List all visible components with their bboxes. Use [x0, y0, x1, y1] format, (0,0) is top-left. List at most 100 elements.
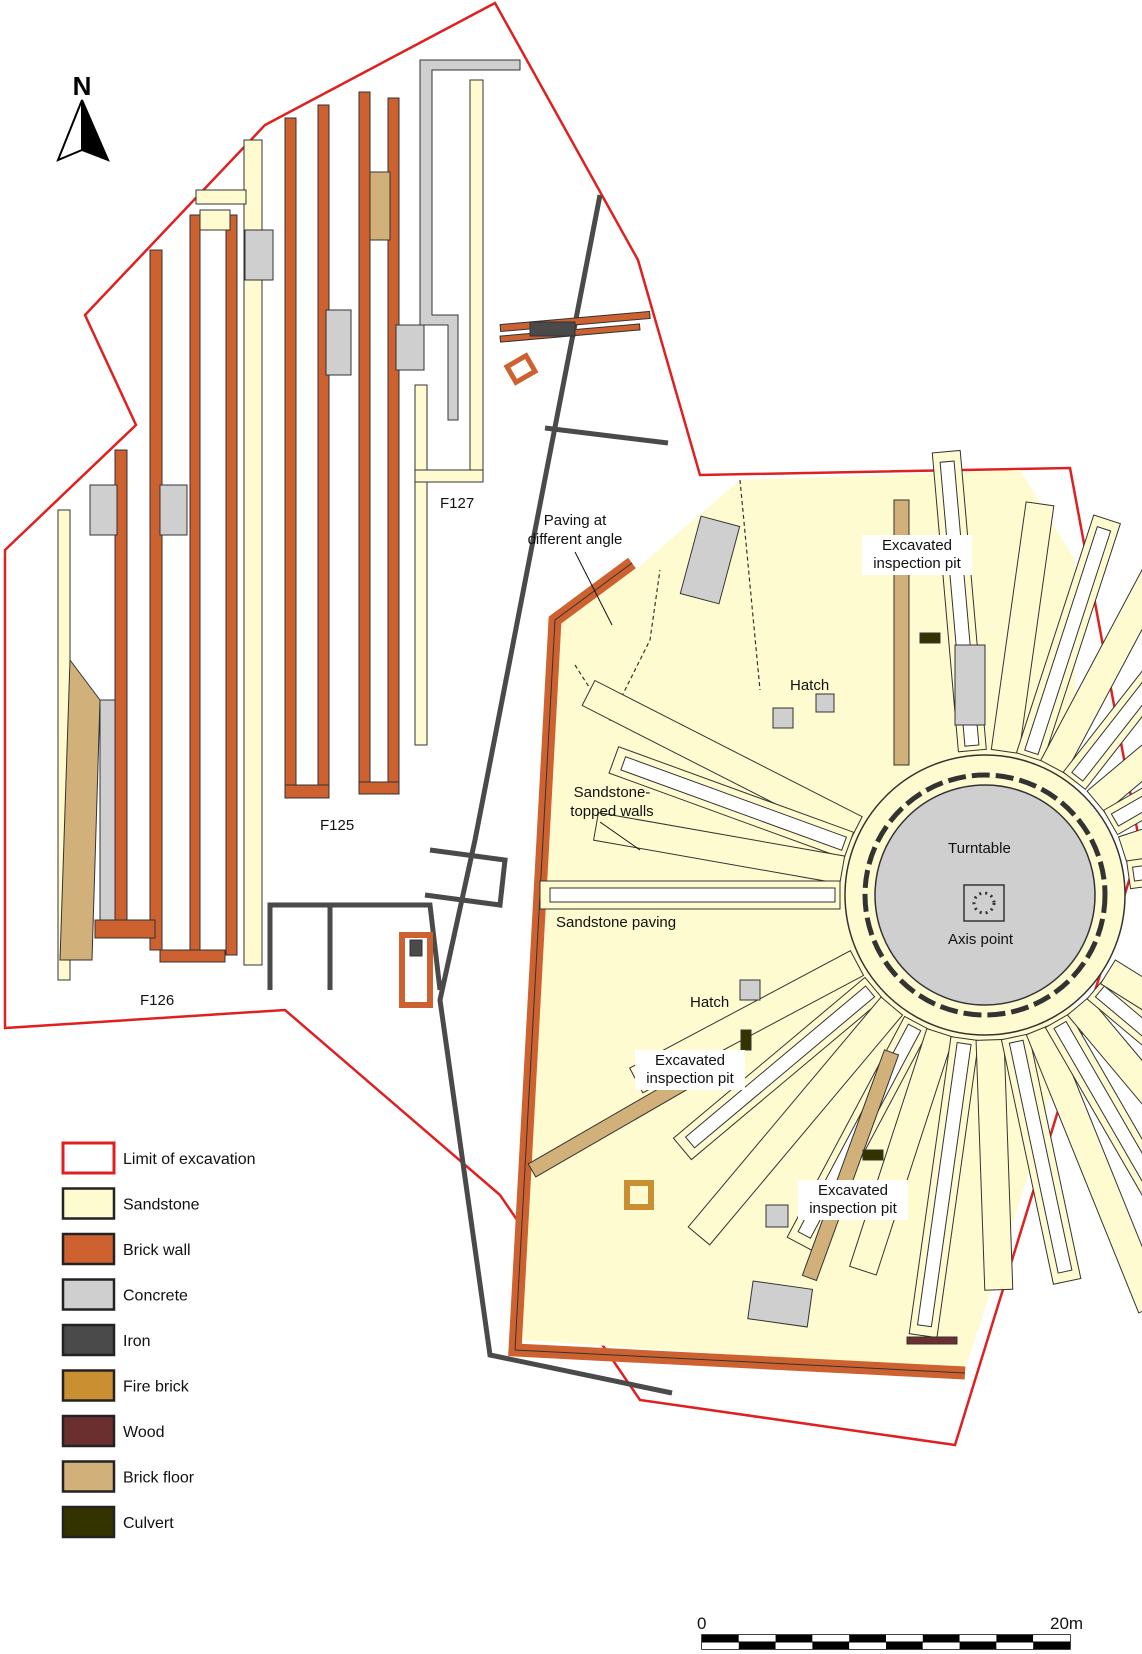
- legend-label: Wood: [123, 1424, 165, 1441]
- radial-wall: [1044, 1012, 1142, 1245]
- legend-item: Brick wall: [61, 1232, 191, 1266]
- scale-segment: [959, 1642, 997, 1649]
- radial-wall: [990, 501, 1055, 754]
- concrete-block: [89, 484, 118, 536]
- scale-segment: [1033, 1635, 1070, 1642]
- long-sandstone-walls: [57, 79, 484, 981]
- radial-wall: [1066, 996, 1142, 1208]
- legend-item: Concrete: [61, 1278, 188, 1311]
- label-f126: F126: [140, 992, 174, 1009]
- legend-label: Culvert: [123, 1515, 174, 1532]
- label-sandstone-walls-2: topped walls: [570, 803, 653, 820]
- axis-point-dots: [972, 891, 996, 915]
- concrete-slab: [954, 644, 986, 726]
- radial-wall: [687, 996, 904, 1246]
- concrete-features: [89, 59, 986, 1328]
- radial-wall: [1015, 514, 1122, 763]
- legend-swatch: [61, 1141, 116, 1175]
- legend-swatch: [61, 1187, 116, 1220]
- north-label: N: [73, 71, 92, 101]
- radial-wall: [1086, 976, 1142, 1193]
- iron-block: [529, 321, 576, 337]
- north-arrow-left: [56, 99, 83, 162]
- legend-item: Brick floor: [61, 1460, 195, 1493]
- sandstone-wall: [195, 189, 247, 205]
- scale-segment: [959, 1635, 997, 1642]
- brick-wall: [284, 117, 297, 799]
- legend-label: Fire brick: [123, 1379, 190, 1396]
- scale-segment: [702, 1635, 739, 1642]
- brick-chamber: [399, 932, 433, 1008]
- concrete-block: [159, 484, 188, 536]
- scale-segment: [922, 1642, 960, 1649]
- culvert-block: [919, 632, 941, 644]
- legend-item: Wood: [61, 1414, 165, 1448]
- iron-line: [437, 194, 673, 1396]
- label-pit-lower-2: inspection pit: [809, 1200, 897, 1217]
- scale-segment: [886, 1642, 923, 1649]
- turntable-pit: [874, 784, 1096, 1006]
- iron-line-2: [544, 425, 669, 446]
- radial-wall: [608, 746, 855, 860]
- paving-edge-dashed: [739, 479, 761, 691]
- brick-wall: [358, 91, 371, 793]
- label-sandstone-walls-1: Sandstone-: [574, 784, 651, 801]
- hatch-box: [772, 707, 794, 729]
- legend-swatch: [61, 1369, 116, 1402]
- radial-wall: [1062, 574, 1142, 791]
- label-turntable: Turntable: [948, 840, 1011, 857]
- brick-wall-base: [159, 949, 226, 963]
- radial-wall: [672, 976, 884, 1161]
- scale-segment: [775, 1635, 813, 1642]
- culvert-block: [740, 1029, 752, 1051]
- scale-segment: [996, 1635, 1034, 1642]
- roundhouse-brick-wall-outline: [514, 562, 966, 1374]
- concrete-slab: [679, 515, 741, 605]
- legend-item: Iron: [61, 1323, 151, 1357]
- sandstone-wall: [414, 384, 428, 746]
- concrete-block: [325, 309, 352, 376]
- brick-floor: [59, 658, 101, 961]
- legend-label: Concrete: [123, 1288, 188, 1305]
- scale-segment: [849, 1642, 886, 1649]
- radial-wall: [1117, 758, 1142, 865]
- brick-wall: [317, 104, 330, 799]
- concrete-block: [395, 324, 425, 371]
- sandstone-wall: [199, 209, 231, 231]
- scale-segment: [738, 1635, 776, 1642]
- pit-label-bg-upper: [862, 535, 972, 575]
- brick-wall: [189, 214, 201, 951]
- pit-label-bg-left: [635, 1050, 745, 1090]
- legend-label: Brick wall: [123, 1242, 191, 1259]
- radial-wall: [539, 880, 841, 910]
- scale-segment: [738, 1642, 776, 1649]
- radial-wall: [1040, 494, 1142, 775]
- label-f125: F125: [320, 817, 354, 834]
- brick-floor: [801, 1049, 900, 1282]
- scale-segment: [812, 1642, 850, 1649]
- axis-point-marker: [963, 884, 1005, 922]
- pit-label-bg-lower: [798, 1180, 908, 1220]
- radial-wall: [592, 812, 846, 885]
- brick-wall-base: [358, 781, 400, 795]
- iron-line-5: [424, 847, 508, 908]
- brick-wall: [225, 214, 238, 956]
- label-paving-angle-1: Paving at: [544, 512, 607, 529]
- scale-bar: 0 20m: [697, 1614, 1083, 1650]
- legend-item: Culvert: [61, 1505, 174, 1539]
- brick-wall-base: [94, 919, 156, 939]
- scale-segment: [812, 1635, 850, 1642]
- long-brick-walls: [94, 91, 400, 963]
- radial-wall: [1102, 659, 1142, 836]
- legend-item: Limit of excavation: [61, 1141, 256, 1175]
- label-sandstone-paving: Sandstone paving: [556, 914, 676, 931]
- iron-line-3: [267, 902, 443, 991]
- legend-swatch: [61, 1505, 116, 1539]
- concrete-block: [244, 229, 274, 281]
- legend-label: Iron: [123, 1333, 151, 1350]
- legend-item: Sandstone: [61, 1187, 200, 1220]
- paving-angle-dashed: [574, 569, 661, 722]
- scale-segment: [1033, 1642, 1070, 1649]
